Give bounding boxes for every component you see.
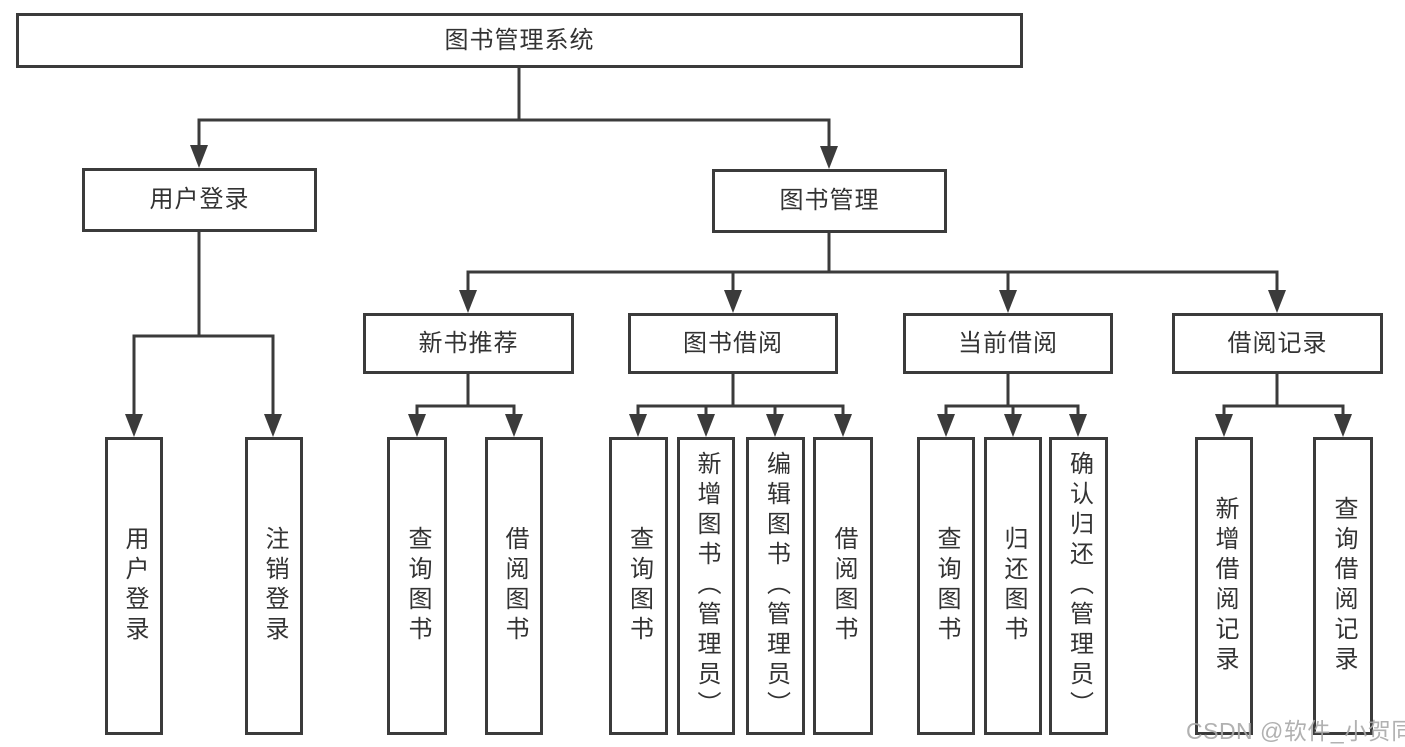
node-leaf-user-login: 用户登录 [105,437,163,735]
node-leaf-user-login-label: 用户登录 [121,526,148,646]
node-current-borrowing: 当前借阅 [903,313,1113,374]
node-leaf-query-books-borrowing: 查询图书 [609,437,668,735]
node-leaf-query-borrow-record-label: 查询借阅记录 [1330,496,1357,676]
node-leaf-return-books-label: 归还图书 [1000,526,1027,646]
node-book-borrowing-label: 图书借阅 [683,329,783,357]
node-user-login: 用户登录 [82,168,317,232]
node-leaf-query-books-current: 查询图书 [917,437,975,735]
node-leaf-borrow-books: 借阅图书 [813,437,873,735]
node-leaf-add-books-admin: 新增图书（管理员） [677,437,735,735]
node-leaf-confirm-return-admin-label: 确认归还（管理员） [1065,451,1093,721]
node-leaf-query-books-borrowing-label: 查询图书 [625,526,653,646]
node-leaf-query-borrow-record: 查询借阅记录 [1313,437,1373,735]
node-leaf-query-books-recommend: 查询图书 [387,437,447,735]
node-book-management: 图书管理 [712,169,947,233]
node-leaf-query-books-current-label: 查询图书 [933,526,960,646]
node-leaf-borrow-books-recommend-label: 借阅图书 [501,526,528,646]
node-book-borrowing: 图书借阅 [628,313,838,374]
node-leaf-confirm-return-admin: 确认归还（管理员） [1049,437,1108,735]
node-leaf-query-books-recommend-label: 查询图书 [404,526,431,646]
node-current-borrowing-label: 当前借阅 [958,329,1058,357]
node-borrowing-records-label: 借阅记录 [1227,329,1328,357]
node-leaf-logout-label: 注销登录 [261,526,288,646]
node-borrowing-records: 借阅记录 [1172,313,1383,374]
node-leaf-edit-books-admin: 编辑图书（管理员） [746,437,805,735]
node-leaf-borrow-books-recommend: 借阅图书 [485,437,543,735]
node-book-management-label: 图书管理 [779,187,880,214]
node-leaf-add-borrow-record: 新增借阅记录 [1195,437,1253,735]
node-leaf-add-books-admin-label: 新增图书（管理员） [693,451,720,721]
node-new-book-recommend-label: 新书推荐 [418,329,519,357]
node-leaf-borrow-books-label: 借阅图书 [830,526,857,646]
node-user-login-label: 用户登录 [149,186,250,213]
node-root-label: 图书管理系统 [444,26,595,54]
node-root-system: 图书管理系统 [16,13,1023,68]
node-leaf-add-borrow-record-label: 新增借阅记录 [1211,496,1238,676]
node-leaf-edit-books-admin-label: 编辑图书（管理员） [762,451,790,721]
watermark-csdn: CSDN @软件_小贺同学 [1186,718,1405,744]
node-new-book-recommend: 新书推荐 [363,313,574,374]
node-leaf-return-books: 归还图书 [984,437,1042,735]
node-leaf-logout: 注销登录 [245,437,303,735]
